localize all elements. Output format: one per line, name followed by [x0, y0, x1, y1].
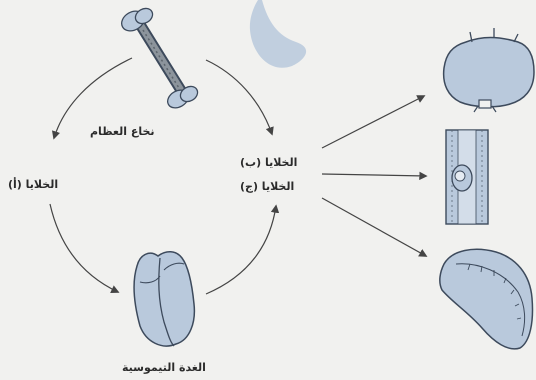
top-organ-fragment [250, 0, 306, 68]
arrow-cells-a-to-thymus [50, 204, 118, 292]
bone-marrow-label: نخاع العظام [90, 125, 155, 138]
arrow-thymus-to-cells-bc [206, 206, 276, 294]
lymph-node-icon [444, 28, 534, 112]
blood-vessel-icon [446, 130, 488, 224]
arrow-to-vessel [322, 174, 426, 176]
thymus-icon [134, 252, 194, 346]
thymus-label: الغدة التيموسية [122, 361, 206, 374]
spleen-icon [440, 249, 533, 349]
arrow-marrow-to-cells-bc [206, 60, 272, 134]
arrow-to-spleen [322, 198, 426, 256]
cells-a-label: الخلايا (أ) [8, 178, 58, 191]
cells-b-label: الخلايا (ب) [240, 156, 297, 169]
arrow-to-lymph-node [322, 96, 424, 148]
cells-c-label: الخلايا (ج) [240, 180, 294, 193]
